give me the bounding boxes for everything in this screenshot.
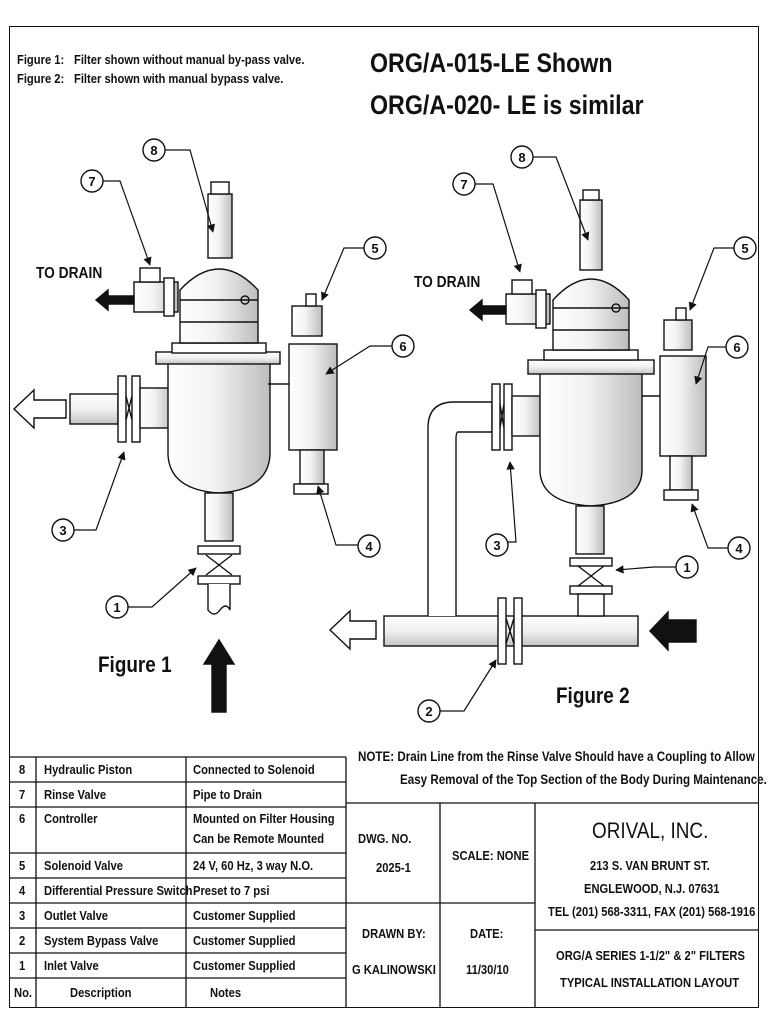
row-no: 2 bbox=[19, 933, 26, 948]
row-notes: Pipe to Drain bbox=[193, 787, 262, 802]
row-notes: Mounted on Filter Housing bbox=[193, 811, 335, 826]
figure-2-label: Figure 2: bbox=[17, 71, 65, 86]
svg-text:4: 4 bbox=[365, 539, 373, 554]
date-value: 11/30/10 bbox=[466, 962, 509, 977]
header-no: No. bbox=[14, 985, 33, 1000]
company-address-1: 213 S. VAN BRUNT ST. bbox=[590, 858, 710, 873]
row-description: Outlet Valve bbox=[44, 908, 109, 923]
figure-1-caption: Figure 1 bbox=[98, 652, 172, 677]
row-no: 6 bbox=[19, 811, 26, 826]
balloon-numbers: 8 7 5 6 4 3 1 8 7 5 6 4 3 1 2 bbox=[59, 143, 748, 719]
to-drain-label-fig2: TO DRAIN bbox=[414, 274, 481, 291]
row-notes-secondary: Can be Remote Mounted bbox=[193, 831, 325, 846]
svg-text:4: 4 bbox=[735, 541, 743, 556]
row-notes: Preset to 7 psi bbox=[193, 883, 270, 898]
note-line-1: NOTE: Drain Line from the Rinse Valve Sh… bbox=[358, 749, 755, 764]
row-description: Hydraulic Piston bbox=[44, 762, 133, 777]
row-description: Controller bbox=[44, 811, 98, 826]
table-grid bbox=[9, 756, 759, 1008]
svg-text:3: 3 bbox=[59, 523, 66, 538]
drawn-by-value: G KALINOWSKI bbox=[352, 962, 436, 977]
row-no: 7 bbox=[19, 787, 26, 802]
header-notes: Notes bbox=[210, 985, 242, 1000]
row-description: Differential Pressure Switch bbox=[44, 883, 193, 898]
svg-text:6: 6 bbox=[399, 339, 406, 354]
scale-label: SCALE: NONE bbox=[452, 848, 530, 863]
svg-text:1: 1 bbox=[113, 600, 120, 615]
svg-text:6: 6 bbox=[733, 340, 740, 355]
svg-text:7: 7 bbox=[460, 177, 467, 192]
dwg-no-label: DWG. NO. bbox=[358, 831, 412, 846]
company-phone: TEL (201) 568-3311, FAX (201) 568-1916 bbox=[548, 904, 756, 919]
company-name: ORIVAL, INC. bbox=[592, 818, 709, 843]
part-balloons bbox=[51, 138, 757, 723]
model-similar-title: ORG/A-020- LE is similar bbox=[370, 90, 644, 120]
row-description: Solenoid Valve bbox=[44, 858, 123, 873]
svg-text:5: 5 bbox=[371, 241, 378, 256]
row-no: 5 bbox=[19, 858, 26, 873]
svg-text:8: 8 bbox=[518, 150, 525, 165]
row-no: 8 bbox=[19, 762, 26, 777]
row-description: System Bypass Valve bbox=[44, 933, 159, 948]
leader-lines bbox=[74, 149, 734, 712]
figure-1-label: Figure 1: bbox=[17, 52, 65, 67]
figure-1-filter bbox=[12, 181, 338, 713]
row-no: 3 bbox=[19, 908, 26, 923]
note-line-2: Easy Removal of the Top Section of the B… bbox=[400, 772, 767, 787]
svg-text:7: 7 bbox=[88, 174, 95, 189]
svg-text:3: 3 bbox=[493, 538, 500, 553]
to-drain-label-fig1: TO DRAIN bbox=[36, 265, 103, 282]
row-notes: Customer Supplied bbox=[193, 933, 296, 948]
header-description: Description bbox=[70, 985, 132, 1000]
row-notes: 24 V, 60 Hz, 3 way N.O. bbox=[193, 858, 314, 873]
row-no: 1 bbox=[19, 958, 26, 973]
svg-text:2: 2 bbox=[425, 704, 432, 719]
row-description: Inlet Valve bbox=[44, 958, 99, 973]
figure-2-caption: Figure 2 bbox=[556, 683, 630, 708]
row-notes: Customer Supplied bbox=[193, 958, 296, 973]
figure-1-description: Filter shown without manual by-pass valv… bbox=[74, 52, 305, 67]
figure-2-description: Filter shown with manual bypass valve. bbox=[74, 71, 284, 86]
company-address-2: ENGLEWOOD, N.J. 07631 bbox=[584, 881, 720, 896]
dwg-no-value: 2025-1 bbox=[376, 860, 411, 875]
drawing-title-2: TYPICAL INSTALLATION LAYOUT bbox=[560, 975, 740, 990]
drawing-title-1: ORG/A SERIES 1-1/2" & 2" FILTERS bbox=[556, 948, 745, 963]
row-notes: Customer Supplied bbox=[193, 908, 296, 923]
model-shown-title: ORG/A-015-LE Shown bbox=[370, 48, 613, 78]
svg-text:8: 8 bbox=[150, 143, 157, 158]
row-notes: Connected to Solenoid bbox=[193, 762, 315, 777]
row-no: 4 bbox=[19, 883, 26, 898]
date-label: DATE: bbox=[470, 926, 504, 941]
svg-text:5: 5 bbox=[741, 241, 748, 256]
drawn-by-label: DRAWN BY: bbox=[362, 926, 426, 941]
figure-2-filter bbox=[328, 189, 707, 665]
row-description: Rinse Valve bbox=[44, 787, 107, 802]
drawing-sheet bbox=[9, 26, 759, 1008]
svg-text:1: 1 bbox=[683, 560, 690, 575]
